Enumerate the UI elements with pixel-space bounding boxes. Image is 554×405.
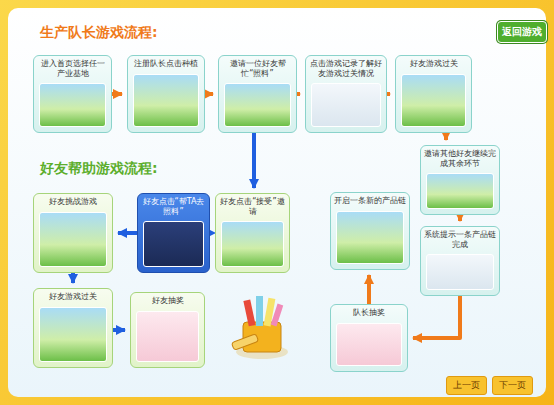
box-text-group: 好友游戏过关 bbox=[396, 56, 471, 69]
screenshot-thumbnail bbox=[426, 173, 494, 209]
process-box: 好友游戏过关 bbox=[33, 288, 113, 368]
screenshot-thumbnail bbox=[39, 212, 107, 267]
screenshot-thumbnail bbox=[336, 211, 404, 264]
screenshot-thumbnail bbox=[336, 323, 402, 366]
box-text-group: 邀请一位好友帮忙“照料” bbox=[219, 56, 296, 78]
step-label: 好友游戏过关 bbox=[399, 59, 468, 69]
flow-arrow bbox=[297, 92, 300, 96]
screenshot-thumbnail bbox=[311, 83, 381, 127]
box-text-group: 邀请其他好友继续完成其余环节 bbox=[421, 146, 499, 168]
flow-arrow bbox=[444, 133, 448, 140]
process-box: 邀请一位好友帮忙“照料” bbox=[218, 55, 297, 133]
step-label: 系统提示一条产品链完成 bbox=[424, 230, 496, 249]
process-box: 开启一条新的产品链 bbox=[330, 192, 410, 270]
box-text-group: 系统提示一条产品链完成 bbox=[421, 227, 499, 249]
box-text-group: 好友抽奖 bbox=[131, 293, 204, 306]
process-box: 好友挑战游戏 bbox=[33, 193, 113, 273]
box-text-group: 注册队长点击种植 bbox=[128, 56, 204, 69]
process-box: 点击游戏记录了解好友游戏过关情况 bbox=[305, 55, 387, 133]
process-box: 队长抽奖 bbox=[330, 304, 408, 372]
screenshot-thumbnail bbox=[136, 311, 199, 362]
process-box: 邀请其他好友继续完成其余环节 bbox=[420, 145, 500, 215]
process-box: 系统提示一条产品链完成 bbox=[420, 226, 500, 296]
screenshot-thumbnail bbox=[221, 221, 284, 267]
screenshot-thumbnail bbox=[39, 307, 107, 362]
step-label: 开启一条新的产品链 bbox=[334, 196, 406, 206]
screenshot-thumbnail bbox=[133, 74, 199, 127]
box-text-group: 好友游戏过关 bbox=[34, 289, 112, 302]
back-button: 返回游戏 bbox=[497, 21, 547, 43]
flow-arrow bbox=[367, 275, 371, 304]
step-label: 好友点击“帮TA去照料” bbox=[141, 197, 206, 216]
flow-arrow bbox=[458, 215, 462, 221]
box-text-group: 好友点击“帮TA去照料” bbox=[138, 194, 209, 216]
flow-arrow bbox=[71, 273, 75, 283]
flow-arrow bbox=[118, 231, 137, 235]
process-box: 好友游戏过关 bbox=[395, 55, 472, 133]
flow-arrow bbox=[413, 296, 460, 338]
step-label: 点击游戏记录了解好友游戏过关情况 bbox=[309, 59, 383, 78]
screenshot-thumbnail bbox=[39, 83, 106, 127]
process-box: 进入首页选择任一产业基地 bbox=[33, 55, 112, 133]
box-text-group: 进入首页选择任一产业基地 bbox=[34, 56, 111, 78]
box-text-group: 好友挑战游戏 bbox=[34, 194, 112, 207]
step-label: 好友挑战游戏 bbox=[37, 197, 109, 207]
step-label: 邀请一位好友帮忙“照料” bbox=[222, 59, 293, 78]
step-label: 邀请其他好友继续完成其余环节 bbox=[424, 149, 496, 168]
step-label: 注册队长点击种植 bbox=[131, 59, 201, 69]
box-text-group: 点击游戏记录了解好友游戏过关情况 bbox=[306, 56, 386, 78]
flow-arrow bbox=[205, 92, 213, 96]
flow-arrow bbox=[112, 92, 122, 96]
screenshot-thumbnail bbox=[224, 83, 291, 127]
box-text-group: 好友点击“接受”邀请 bbox=[216, 194, 289, 216]
step-label: 进入首页选择任一产业基地 bbox=[37, 59, 108, 78]
process-box: 好友点击“帮TA去照料” bbox=[137, 193, 210, 273]
flow-arrow bbox=[252, 133, 256, 188]
box-text-group: 开启一条新的产品链 bbox=[331, 193, 409, 206]
page-title: 生产队长游戏流程: bbox=[40, 24, 158, 42]
next-button: 下一页 bbox=[492, 376, 533, 395]
step-label: 队长抽奖 bbox=[334, 308, 404, 318]
step-label: 好友点击“接受”邀请 bbox=[219, 197, 286, 216]
flow-arrow bbox=[113, 328, 125, 332]
process-box: 注册队长点击种植 bbox=[127, 55, 205, 133]
section-heading: 好友帮助游戏流程: bbox=[40, 160, 158, 178]
screenshot-thumbnail bbox=[401, 74, 466, 127]
step-label: 好友抽奖 bbox=[134, 296, 201, 306]
process-box: 好友抽奖 bbox=[130, 292, 205, 368]
screenshot-thumbnail bbox=[426, 254, 494, 290]
step-label: 好友游戏过关 bbox=[37, 292, 109, 302]
prev-button: 上一页 bbox=[446, 376, 487, 395]
process-box: 好友点击“接受”邀请 bbox=[215, 193, 290, 273]
box-text-group: 队长抽奖 bbox=[331, 305, 407, 318]
flow-arrow bbox=[387, 92, 390, 96]
screenshot-thumbnail bbox=[143, 221, 204, 267]
